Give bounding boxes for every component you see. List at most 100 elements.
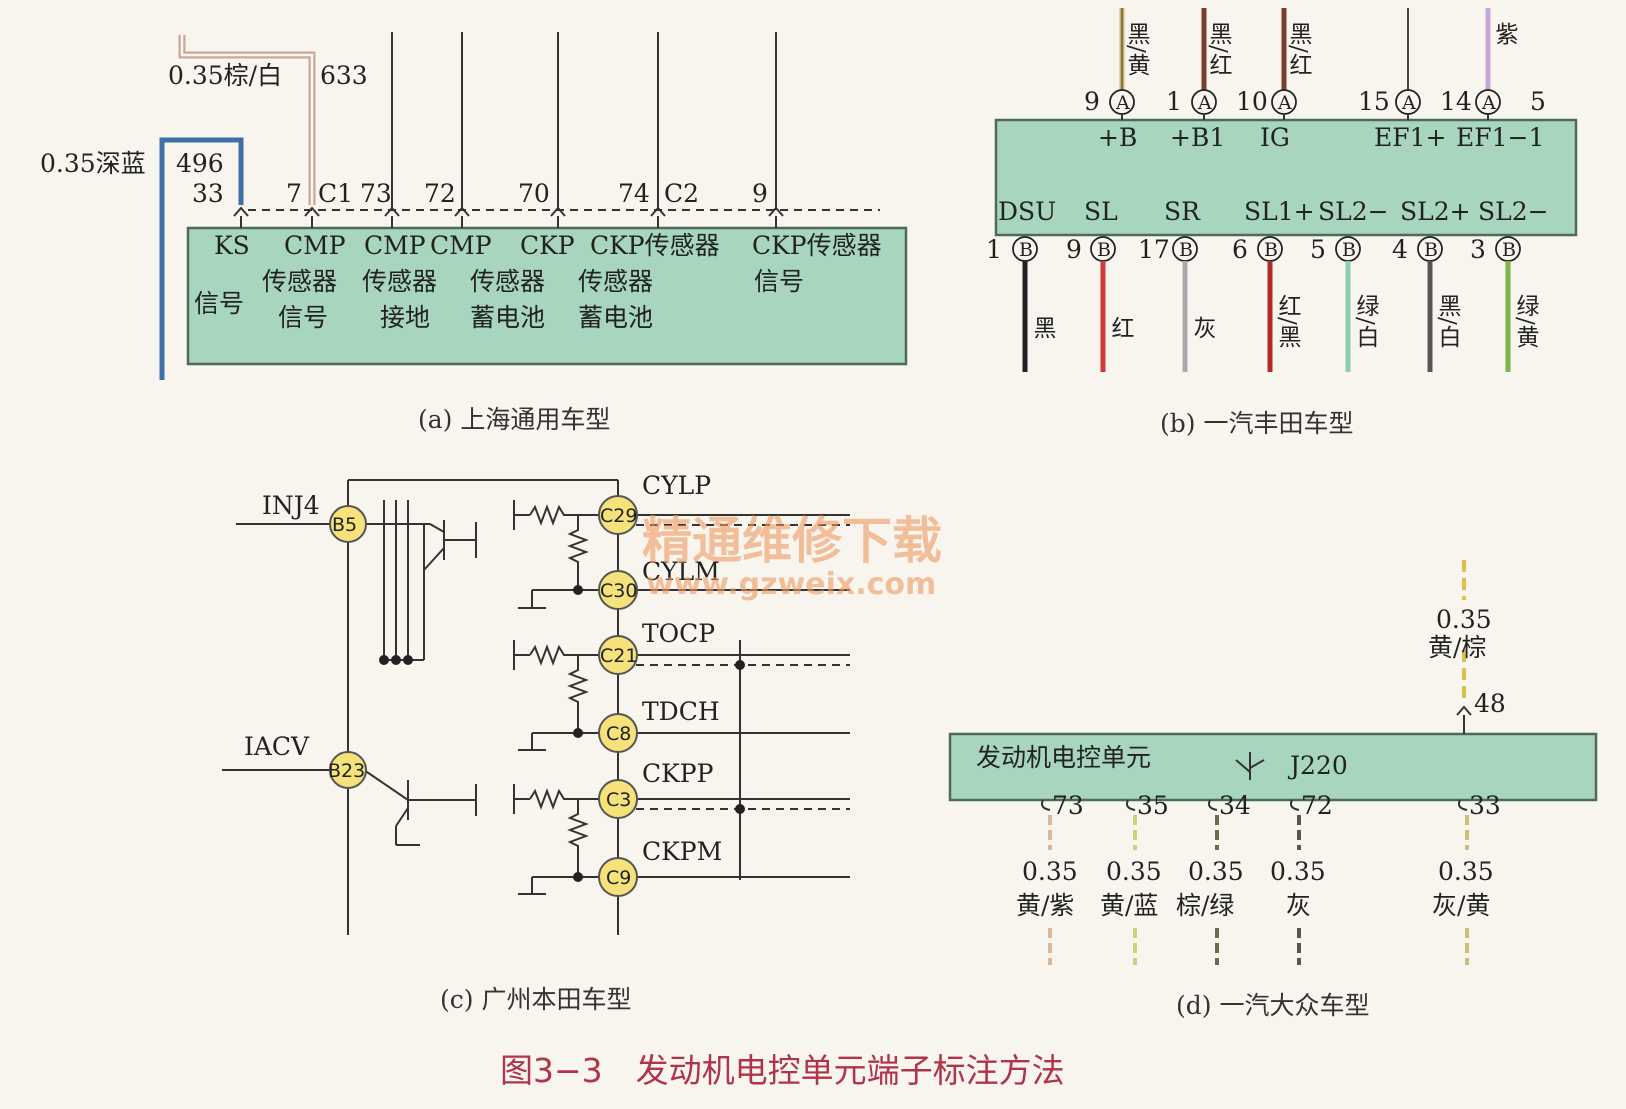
pin-number: 15	[1358, 87, 1390, 116]
signal-label: TDCH	[642, 697, 720, 726]
panel-a: 0.35棕/白 633 0.35深蓝 496 33 7 C1 73 72 70 …	[40, 32, 908, 434]
pin-number: 48	[1474, 689, 1506, 718]
signal-label: CKPP	[642, 759, 713, 788]
wire-color-label: 黑/白	[1434, 294, 1461, 348]
terminal-label: CKP	[520, 231, 575, 260]
pin-number: 72	[1301, 791, 1333, 820]
wire-color: 黄/棕	[1428, 633, 1486, 662]
terminal-label: CKP传感器	[752, 231, 882, 260]
wire-color-label: 绿/黄	[1512, 294, 1540, 348]
unit-symbol-icon	[1235, 752, 1265, 780]
pin-label: 7	[286, 179, 302, 208]
connector-label: C2	[664, 179, 699, 208]
pin-c8	[598, 713, 638, 753]
pin-label: C21	[600, 645, 637, 667]
wire-color: 灰/黄	[1432, 891, 1490, 920]
conn-letter: A	[1481, 92, 1496, 114]
terminal-label: 传感器	[578, 267, 653, 296]
wire-size: 0.35	[1270, 857, 1326, 886]
terminal-label: SL	[1084, 197, 1118, 226]
pin-number: 33	[1469, 791, 1501, 820]
wire-color: 黄/紫	[1016, 891, 1074, 920]
ecu-box-d	[948, 732, 1598, 802]
pin-number: 73	[1052, 791, 1084, 820]
conn-letter: A	[1115, 92, 1130, 114]
figure-caption: 图3−3 发动机电控单元端子标注方法	[500, 1051, 1065, 1090]
terminal-label: EF1+	[1374, 123, 1446, 152]
terminal-label: 信号	[278, 303, 328, 332]
terminal-label: DSU	[998, 197, 1056, 226]
wire-top-circuit: 633	[320, 61, 368, 90]
terminal-label: SL2−	[1478, 197, 1549, 226]
unit-label: 发动机电控单元	[976, 743, 1151, 772]
pin-c30	[598, 570, 638, 610]
terminal-label: 信号	[754, 267, 804, 296]
pin-label: 9	[752, 179, 768, 208]
pin-number: 3	[1470, 235, 1486, 264]
wire-color: 棕/绿	[1176, 891, 1234, 920]
pin-label: C3	[606, 789, 631, 811]
terminal-label: 传感器	[262, 267, 337, 296]
pin-c9	[598, 857, 638, 897]
pin-label: C30	[600, 580, 637, 602]
pin-number: 10	[1236, 87, 1268, 116]
pin-label: C9	[606, 867, 631, 889]
pin-label: 33	[192, 179, 224, 208]
unit-id: J220	[1287, 751, 1348, 780]
pin-label: C8	[606, 723, 631, 745]
terminal-label: 蓄电池	[578, 303, 653, 332]
terminal-label: +B1	[1170, 123, 1225, 152]
terminal-label: SL1+	[1244, 197, 1315, 226]
connector-label: C1	[318, 179, 353, 208]
terminal-label: +B	[1098, 123, 1137, 152]
wire-color-label: 黑	[1029, 316, 1056, 339]
wire-color-label: 红/黑	[1274, 294, 1302, 348]
wire-left-label: 0.35深蓝	[40, 149, 146, 178]
pin-b23	[329, 751, 367, 789]
wire-color-label: 紫	[1491, 22, 1519, 45]
terminal-label: CKP传感器	[590, 231, 720, 260]
pin-number: 17	[1138, 235, 1170, 264]
pin-b5	[329, 505, 367, 543]
terminal-label: SL2−	[1318, 197, 1389, 226]
pin-number: 5	[1310, 235, 1326, 264]
conn-letter: A	[1401, 92, 1416, 114]
wire-color-label: 绿/白	[1352, 294, 1380, 348]
conn-letter: A	[1197, 92, 1212, 114]
wire-color-label: 黑/红	[1205, 22, 1233, 76]
wire-color-label: 灰	[1189, 316, 1217, 339]
terminal-label: SL2+	[1400, 197, 1471, 226]
signal-label: IACV	[244, 732, 310, 761]
terminal-label: 传感器	[362, 267, 437, 296]
pin-number: 9	[1084, 87, 1100, 116]
terminal-label: CMP	[284, 231, 346, 260]
wire-left-circuit: 496	[176, 149, 224, 178]
pin-label: B23	[328, 760, 365, 782]
conn-letter: A	[1277, 92, 1292, 114]
conn-letter: B	[1264, 239, 1278, 261]
pin-c29	[598, 495, 638, 535]
wire-size: 0.35	[1022, 857, 1078, 886]
conn-letter: B	[1097, 239, 1111, 261]
panel-c-caption: (c) 广州本田车型	[440, 985, 631, 1014]
terminal-label: EF1−1	[1456, 123, 1544, 152]
terminal-label: IG	[1260, 123, 1290, 152]
wire-size: 0.35	[1436, 605, 1492, 634]
wire-size: 0.35	[1438, 857, 1494, 886]
signal-label: CYLM	[642, 557, 720, 586]
watermark-title: 精通维修下载	[642, 512, 942, 570]
wire-color-label: 红	[1107, 316, 1135, 339]
wire-color-label: 黑/黄	[1123, 22, 1150, 76]
wire-size: 0.35	[1106, 857, 1162, 886]
watermark-url: www.gzweix.com	[646, 567, 936, 602]
conn-letter: B	[1342, 239, 1356, 261]
pin-label: B5	[332, 514, 357, 536]
signal-label: CYLP	[642, 471, 711, 500]
terminal-label: KS	[214, 231, 250, 260]
conn-letter: B	[1424, 239, 1438, 261]
pin-label: 73	[360, 179, 392, 208]
conn-letter: B	[1019, 239, 1033, 261]
pin-label: 70	[518, 179, 550, 208]
ecu-box-b	[994, 118, 1578, 237]
